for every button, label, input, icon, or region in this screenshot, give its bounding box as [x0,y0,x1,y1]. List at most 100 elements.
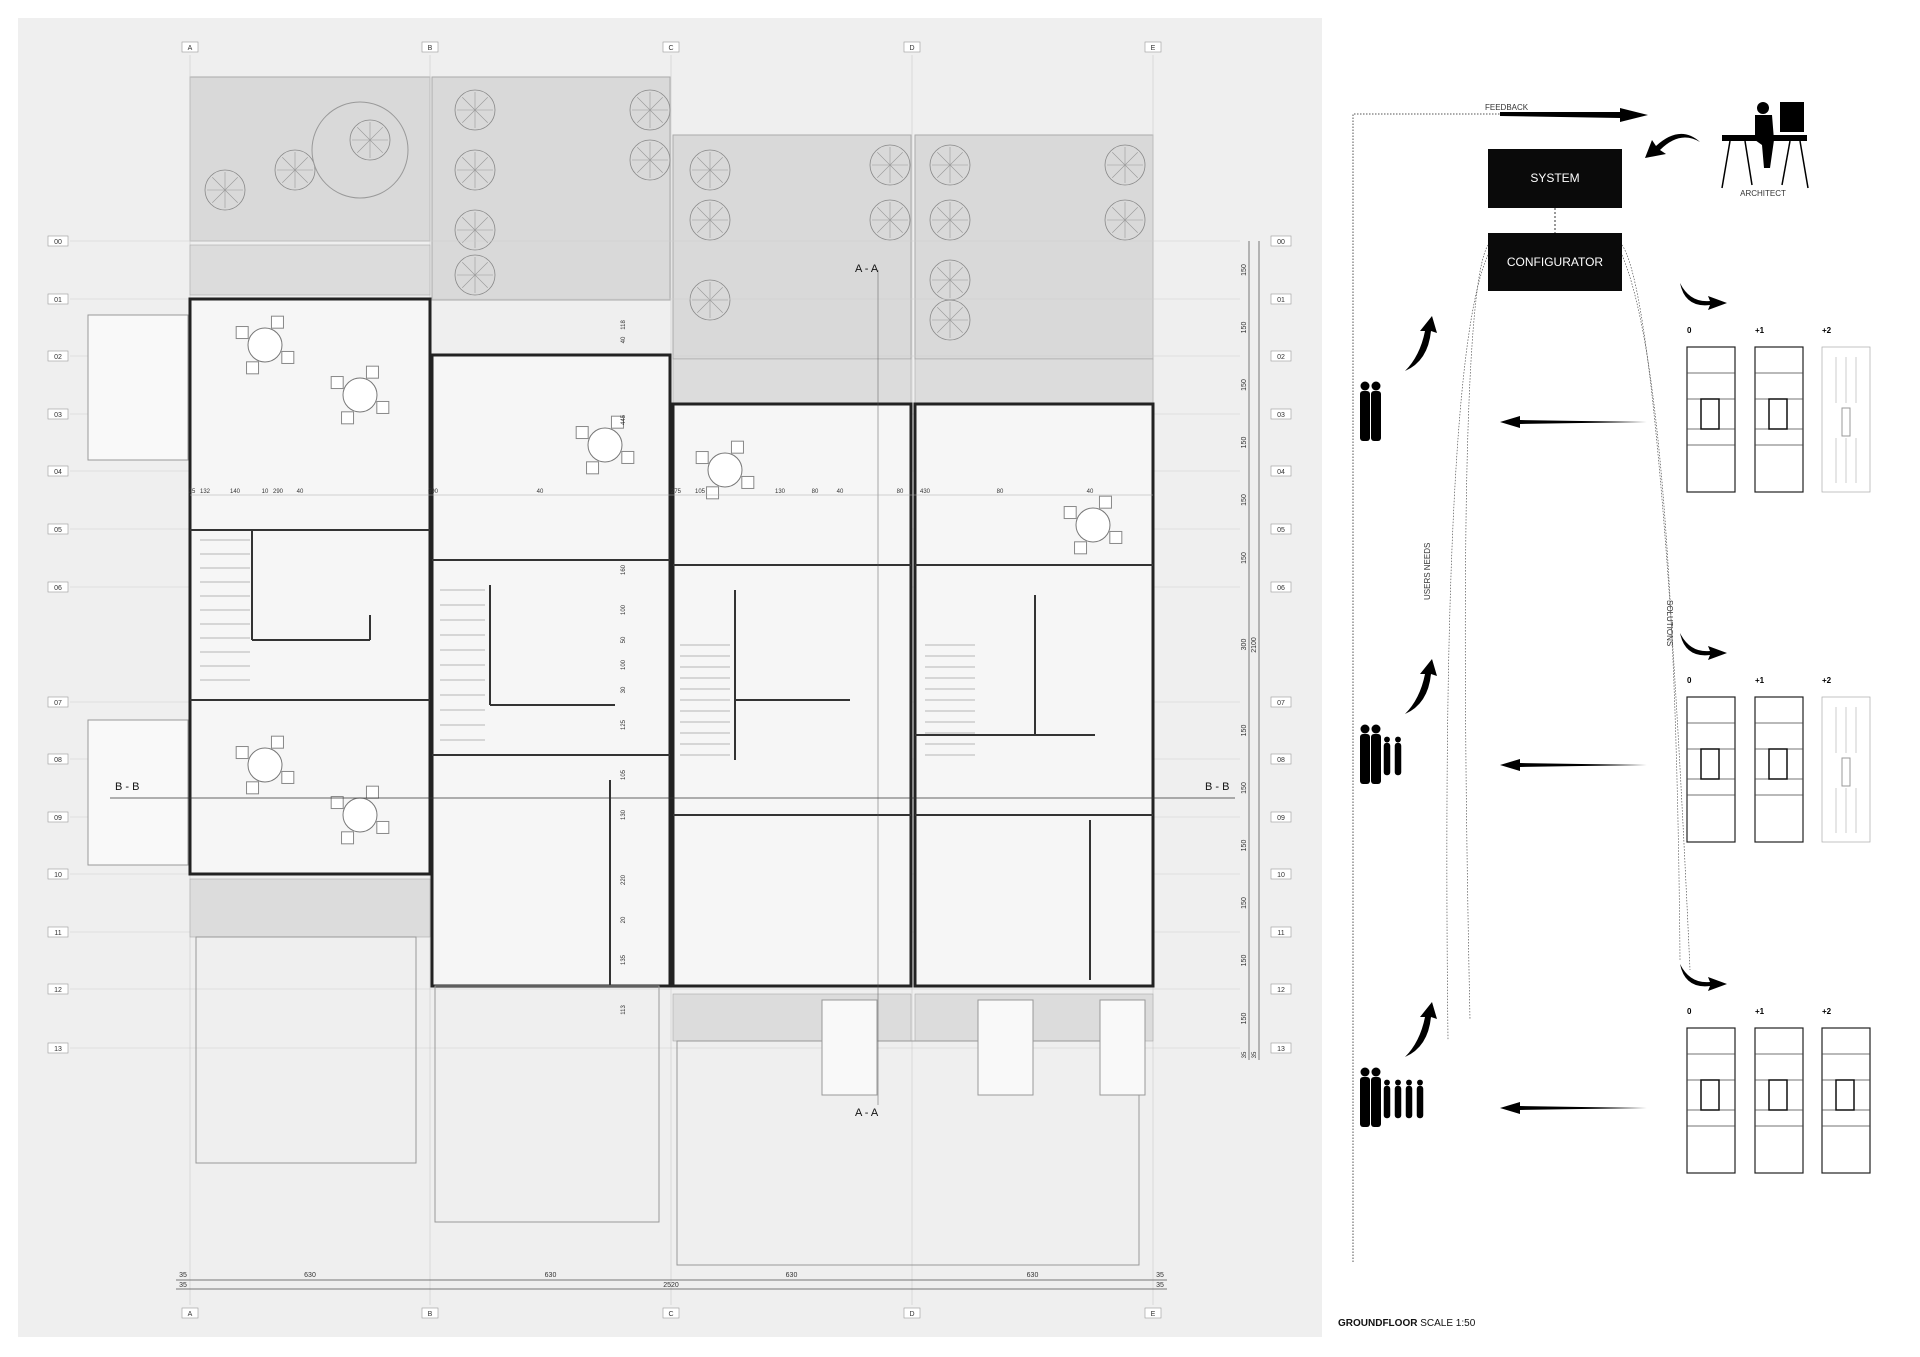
dimension-value: 160 [621,564,627,575]
solutions-label: SOLUTIONS [1665,600,1674,646]
grid-row-label: 04 [1277,469,1285,476]
thumbnail-outline [1686,346,1736,493]
grid-row-label: 09 [1277,815,1285,822]
grid-row-label: 12 [1277,987,1285,994]
tree-canopy [454,89,496,131]
grid-row-label: 07 [1277,700,1285,707]
tree-symbol [1104,144,1146,186]
grid-row-label: 08 [1277,757,1285,764]
tree-branch [1124,219,1138,233]
level-label: +2 [1822,326,1832,335]
dimension-value: 113 [621,1005,627,1015]
person-head [1417,1079,1423,1086]
tree-symbol [629,89,671,131]
flow-curve [1446,254,1489,1041]
sheet-caption: GROUNDFLOOR SCALE 1:50 [1338,1318,1475,1329]
tree-canopy [349,119,391,161]
tree-symbol [454,254,496,296]
dimension-value: 105 [695,489,706,495]
grid-column-tag [903,41,921,53]
person-body [1383,1085,1391,1119]
tree-branch [649,147,663,161]
configurator-box[interactable] [1488,233,1622,291]
chair [365,785,379,799]
tree-branch [877,152,891,166]
person-body [1371,1077,1381,1127]
tree-branch [474,157,488,171]
thumbnail-core [1700,398,1720,430]
chair [1098,495,1112,509]
tree-branch [937,152,951,166]
dimension-value: 30 [621,686,627,693]
grid-row-label: 10 [1277,872,1285,879]
dimension-value: 35 [1156,1272,1164,1279]
chair [621,450,635,464]
chair [270,735,284,749]
tree-symbol [274,149,316,191]
chair [1063,506,1077,520]
tree-branch [889,152,903,166]
chair [281,770,295,784]
grid-row-label: 00 [1277,239,1285,246]
tree-canopy [629,139,671,181]
grid-row-tag [1270,293,1292,305]
tree-branch [357,139,371,153]
chair [741,475,755,489]
chair [376,820,390,834]
dining-table [695,440,755,500]
desk-leg [1799,140,1809,189]
tree-branch [357,127,371,141]
tree-symbol [869,199,911,241]
grid-row-tag [1270,465,1292,477]
dimension-value: 300 [1241,639,1248,651]
chair [330,376,344,390]
grid-column-tag [662,41,680,53]
tree-branch [889,207,903,221]
section-label-b: B - B [115,781,139,793]
grid-column-tag [181,41,199,53]
table [1075,507,1111,543]
chair [706,486,720,500]
dimension-value: 35 [1156,1282,1164,1289]
needs-arrow [1405,1002,1437,1057]
chair [1074,541,1088,555]
stair [200,539,250,681]
person-head [1371,724,1381,734]
section-label-a: A - A [855,1107,879,1119]
tree-canopy [629,89,671,131]
tree-branch [462,217,476,231]
level-label: +2 [1822,676,1832,685]
person-head [1757,102,1769,114]
grid-row-label: 02 [54,354,62,361]
tree-branch [474,109,488,123]
chair [246,361,260,375]
dimension-value: 132 [200,489,211,495]
dimension-value: 40 [537,489,544,495]
system-box[interactable] [1488,149,1622,208]
dimension-value: 125 [621,719,627,730]
grid-row-tag [1270,523,1292,535]
level-label: 0 [1687,326,1692,335]
desk-leg [1781,140,1791,186]
grid-column-label: B [428,1311,433,1318]
thumbnail-core [1700,1079,1720,1111]
tree-canopy [454,149,496,191]
grid-row-tag [1270,235,1292,247]
dimension-value: 150 [1241,437,1248,449]
dimension-total: 2100 [1251,637,1258,653]
tree-branch [697,299,711,313]
garden [189,76,431,242]
tree-canopy [1104,144,1146,186]
level-label: +1 [1755,1007,1765,1016]
garden [914,134,1154,360]
dimension-value: 150 [1241,552,1248,564]
table [342,377,378,413]
tree-branch [474,262,488,276]
grid-column-label: A [188,45,193,52]
tree-branch [462,262,476,276]
dimension-value: 140 [230,489,241,495]
dimension-value: 590 [428,489,439,495]
tree-branch [1124,152,1138,166]
solution-arrow [1500,1102,1647,1114]
grid-column-label: E [1151,45,1156,52]
